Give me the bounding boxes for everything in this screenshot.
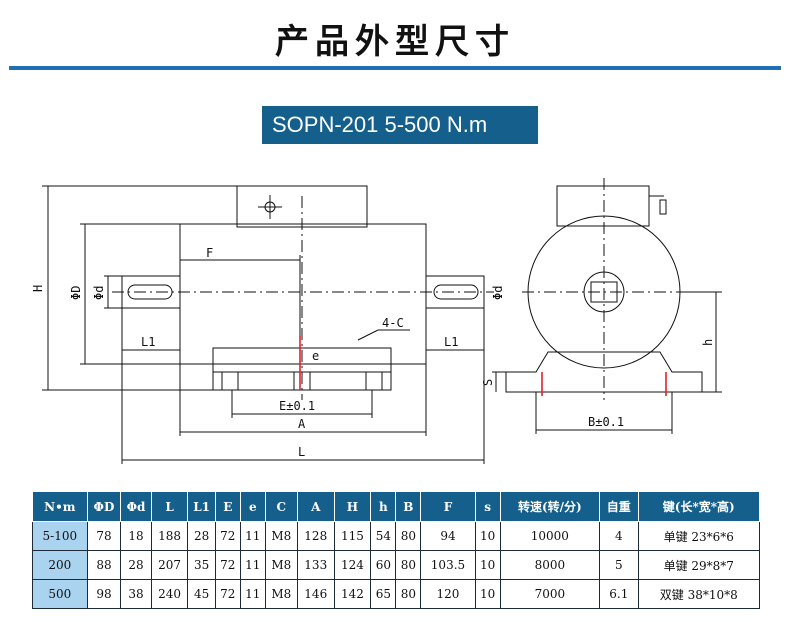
title-underline [9, 66, 781, 70]
table-cell: 7000 [499, 579, 601, 609]
label-F: F [206, 246, 213, 260]
table-cell: 60 [370, 550, 397, 580]
table-cell: 146 [296, 579, 335, 609]
header-E: E [214, 491, 241, 522]
spec-table: N•m ΦD Φd L L1 E e C A H h B F s 转速(转/分)… [32, 491, 761, 609]
table-cell: 5-100 [32, 521, 88, 551]
sensor-body [179, 223, 427, 365]
header-speed: 转速(转/分) [499, 491, 601, 522]
table-cell: 78 [86, 521, 122, 551]
label-h: h [701, 339, 715, 346]
table-cell: 120 [420, 579, 476, 609]
header-weight: 自重 [599, 491, 639, 522]
label-L1-left: L1 [141, 335, 155, 349]
label-chamfer: 4-C [382, 316, 404, 330]
side-base [505, 351, 703, 393]
header-s: s [474, 491, 501, 522]
table-cell: 28 [187, 521, 216, 551]
header-H: H [333, 491, 372, 522]
table-cell: 124 [333, 550, 372, 580]
table-cell: 80 [395, 550, 422, 580]
label-D: ΦD [69, 286, 83, 300]
table-cell: 98 [86, 579, 122, 609]
table-cell: 18 [120, 521, 152, 551]
label-A: A [298, 417, 306, 431]
label-e: e [312, 349, 319, 363]
table-cell: 38 [120, 579, 152, 609]
header-F: F [420, 491, 476, 522]
label-E: E±0.1 [279, 399, 315, 413]
label-B: B±0.1 [588, 415, 624, 429]
table-cell: 200 [32, 550, 88, 580]
header-h: h [370, 491, 397, 522]
table-cell: M8 [264, 550, 298, 580]
label-L1-right: L1 [444, 335, 458, 349]
table-row: 500 98 38 240 45 72 11 M8 146 142 65 80 … [32, 579, 761, 609]
table-cell: 115 [333, 521, 372, 551]
dimension-drawing: H ΦD Φd F L1 e 4-C L1 E±0.1 A L Φd h S B… [31, 178, 722, 464]
table-row: 5-100 78 18 188 28 72 11 M8 128 115 54 8… [32, 521, 761, 551]
label-S: S [481, 379, 495, 386]
table-cell: 142 [333, 579, 372, 609]
table-cell: 54 [370, 521, 397, 551]
table-cell: 80 [395, 521, 422, 551]
table-cell: 11 [239, 579, 266, 609]
table-cell: 11 [239, 550, 266, 580]
table-cell: 11 [239, 521, 266, 551]
table-cell: 35 [187, 550, 216, 580]
header-e: e [239, 491, 266, 522]
table-cell: 双键 38*10*8 [637, 579, 761, 609]
header-nm: N•m [32, 491, 88, 522]
table-cell: 188 [150, 521, 189, 551]
model-banner: SOPN-201 5-500 N.m [262, 106, 538, 144]
table-cell: 单键 23*6*6 [637, 521, 761, 551]
table-cell: 88 [86, 550, 122, 580]
label-d-left: Φd [92, 286, 106, 300]
table-cell: 72 [214, 521, 241, 551]
table-cell: 103.5 [420, 550, 476, 580]
header-B: B [395, 491, 422, 522]
table-cell: 45 [187, 579, 216, 609]
table-cell: 240 [150, 579, 189, 609]
header-D: ΦD [86, 491, 122, 522]
table-cell: 133 [296, 550, 335, 580]
table-cell: 128 [296, 521, 335, 551]
table-row: 200 88 28 207 35 72 11 M8 133 124 60 80 … [32, 550, 761, 580]
table-cell: 72 [214, 550, 241, 580]
table-cell: 207 [150, 550, 189, 580]
table-cell: 单键 29*8*7 [637, 550, 761, 580]
table-cell: M8 [264, 521, 298, 551]
table-cell: 6.1 [599, 579, 639, 609]
table-cell: 94 [420, 521, 476, 551]
side-top-block [556, 185, 650, 227]
label-d-right: Φd [491, 286, 505, 300]
table-cell: 10 [474, 521, 501, 551]
table-cell: 72 [214, 579, 241, 609]
table-cell: 10000 [499, 521, 601, 551]
spec-header-row: N•m ΦD Φd L L1 E e C A H h B F s 转速(转/分)… [32, 491, 761, 522]
table-cell: 8000 [499, 550, 601, 580]
header-key: 键(长*宽*高) [637, 491, 761, 522]
table-cell: 4 [599, 521, 639, 551]
label-H: H [31, 285, 45, 292]
table-cell: 10 [474, 579, 501, 609]
table-cell: 28 [120, 550, 152, 580]
header-C: C [264, 491, 298, 522]
header-L: L [150, 491, 189, 522]
table-cell: 65 [370, 579, 397, 609]
table-cell: 500 [32, 579, 88, 609]
table-cell: M8 [264, 579, 298, 609]
table-cell: 10 [474, 550, 501, 580]
label-L: L [298, 445, 305, 459]
page-title: 产品外型尺寸 [275, 22, 515, 62]
table-cell: 5 [599, 550, 639, 580]
header-L1: L1 [187, 491, 216, 522]
header-A: A [296, 491, 335, 522]
header-d: Φd [120, 491, 152, 522]
table-cell: 80 [395, 579, 422, 609]
